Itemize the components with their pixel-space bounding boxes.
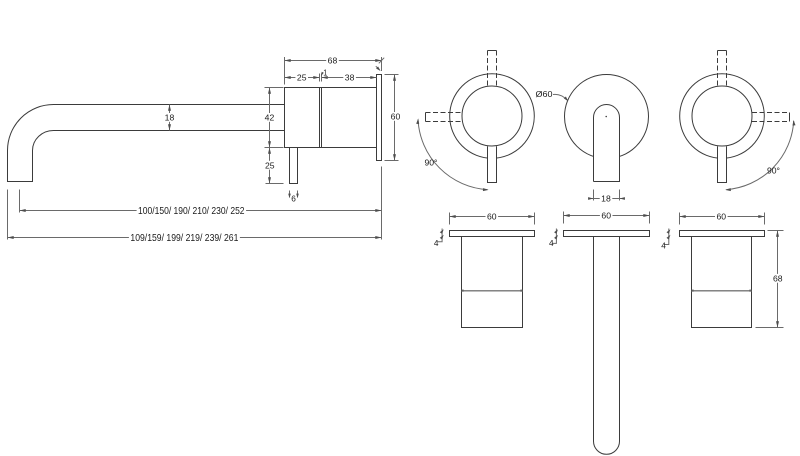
svg-text:42: 42 xyxy=(265,113,275,123)
svg-text:4: 4 xyxy=(661,240,666,250)
svg-text:18: 18 xyxy=(601,193,611,203)
svg-text:Ø60: Ø60 xyxy=(536,89,553,99)
svg-text:1: 1 xyxy=(323,67,327,77)
svg-text:68: 68 xyxy=(773,273,783,283)
svg-text:38: 38 xyxy=(345,73,355,83)
svg-text:60: 60 xyxy=(601,211,611,221)
svg-text:60: 60 xyxy=(391,112,401,122)
svg-text:25: 25 xyxy=(265,160,275,170)
svg-text:109/159/ 199/ 219/ 239/ 261: 109/159/ 199/ 219/ 239/ 261 xyxy=(130,233,238,244)
svg-text:60: 60 xyxy=(717,212,727,222)
svg-text:18: 18 xyxy=(165,113,175,123)
svg-text:68: 68 xyxy=(328,55,338,65)
svg-text:100/150/ 190/ 210/ 230/ 252: 100/150/ 190/ 210/ 230/ 252 xyxy=(138,206,245,217)
svg-text:6: 6 xyxy=(291,194,296,204)
svg-text:60: 60 xyxy=(487,212,497,222)
svg-text:4: 4 xyxy=(434,238,439,248)
svg-text:4: 4 xyxy=(549,238,554,248)
svg-text:25: 25 xyxy=(297,73,307,83)
svg-text:90°: 90° xyxy=(767,165,780,175)
svg-text:90°: 90° xyxy=(425,157,438,167)
